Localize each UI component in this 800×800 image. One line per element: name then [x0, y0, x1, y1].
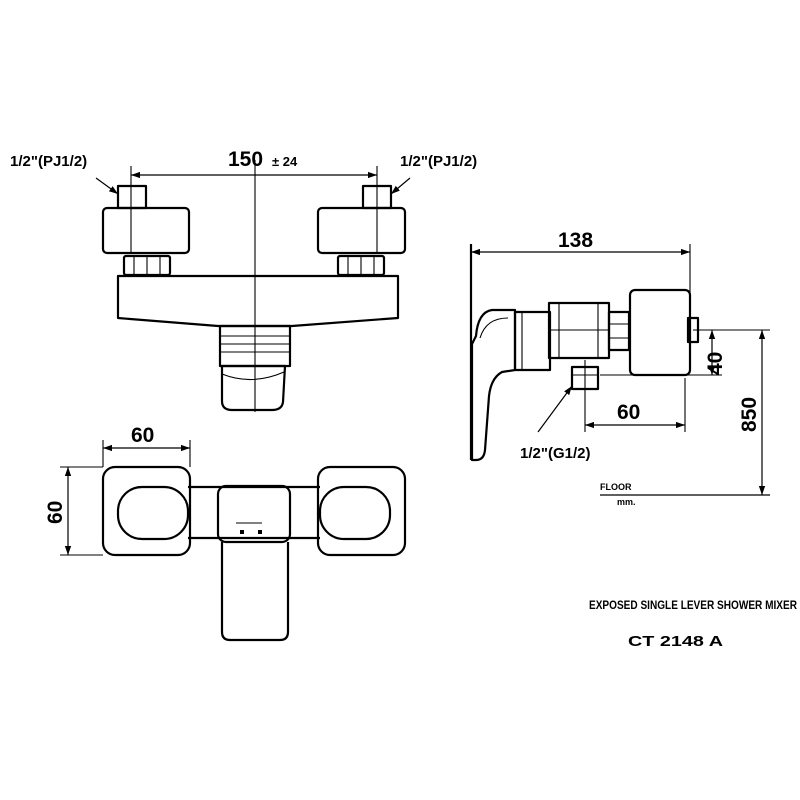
left-cover-cap-inner [116, 485, 190, 541]
outlet-offset-value: 60 [617, 401, 640, 424]
mixer-lever-front [220, 364, 287, 412]
outlet-offset-dimension: 60 [585, 378, 686, 432]
outlet-leader [537, 385, 573, 433]
inlet-height-dimension: 40 [600, 329, 770, 376]
cap-width-dimension: 60 [102, 424, 191, 467]
front-view: 150 ± 24 1/2"(PJ1/2) 1/2"(PJ1/2) [10, 148, 477, 412]
outlet-connector [570, 360, 600, 432]
right-cover-cap-inner [318, 485, 392, 541]
cap-height-dimension: 60 [44, 466, 103, 556]
mixer-body [116, 274, 400, 328]
inlet-leader-left [95, 177, 119, 195]
floor-height-value: 850 [738, 397, 761, 432]
outlet-label: 1/2"(G1/2) [520, 445, 590, 462]
depth-value: 138 [558, 229, 593, 252]
side-view: 138 [469, 229, 770, 507]
inlet-spacing-tolerance: ± 24 [272, 154, 298, 169]
plan-view: 60 60 [44, 424, 407, 642]
title-block: EXPOSED SINGLE LEVER SHOWER MIXER CT 214… [589, 600, 798, 650]
lever-profile [470, 308, 517, 462]
product-name: EXPOSED SINGLE LEVER SHOWER MIXER [589, 600, 798, 612]
inlet-label-right: 1/2"(PJ1/2) [400, 153, 477, 170]
lever-handle [220, 542, 290, 642]
model-number: CT 2148 A [628, 633, 723, 650]
right-cover-cap [316, 465, 407, 557]
lever-logo [236, 522, 262, 534]
floor-height-dimension: 850 [738, 330, 766, 495]
inlet-spacing-value: 150 [228, 148, 263, 171]
floor-label: FLOOR [600, 482, 632, 492]
cap-height-value: 60 [44, 501, 67, 524]
inlet-spacing-dimension: 150 ± 24 [130, 148, 378, 186]
lever-head [216, 484, 292, 544]
right-inlet-block [316, 206, 407, 255]
inlet-label-left: 1/2"(PJ1/2) [10, 153, 87, 170]
unit-label: mm. [617, 497, 636, 507]
cap-width-value: 60 [131, 424, 154, 447]
inlet-leader-right [390, 177, 411, 195]
inlet-height-value: 40 [704, 352, 727, 375]
left-cover-cap [101, 465, 192, 557]
left-inlet-block [101, 206, 191, 255]
